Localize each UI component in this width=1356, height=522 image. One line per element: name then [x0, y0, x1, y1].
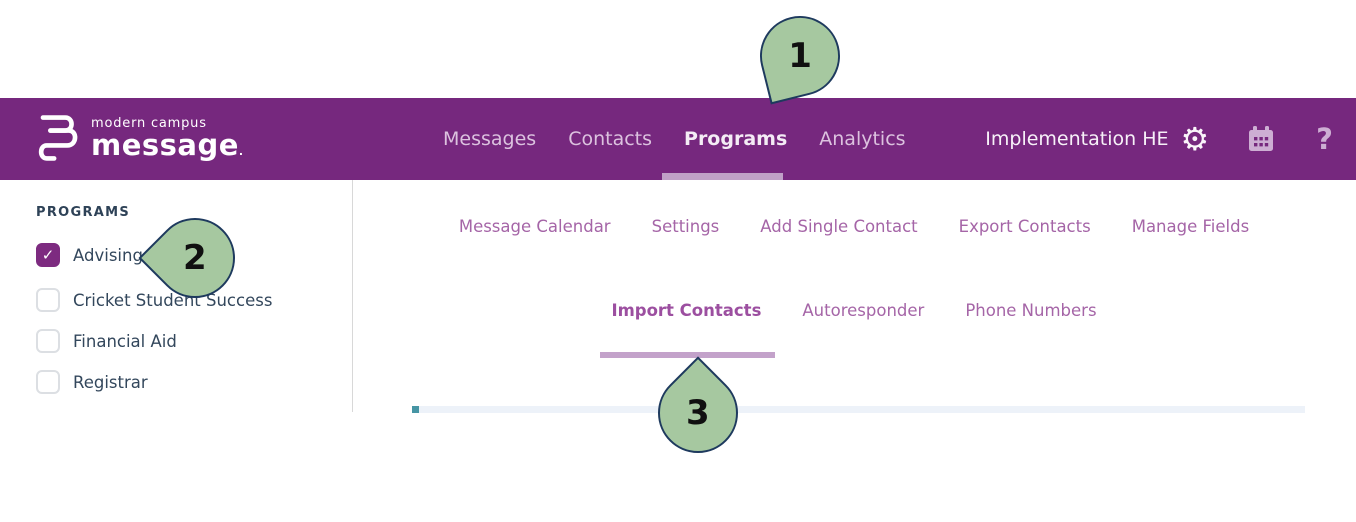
callout-number: 3: [686, 392, 710, 433]
progress-bar: [412, 406, 1305, 413]
main-nav: Messages Contacts Programs Analytics: [443, 98, 906, 180]
callout-balloon-1: 1: [751, 7, 849, 105]
nav-item-analytics[interactable]: Analytics: [819, 128, 906, 150]
sidebar-divider: [352, 180, 353, 412]
help-icon[interactable]: ?: [1316, 122, 1333, 156]
link-add-single-contact[interactable]: Add Single Contact: [760, 217, 918, 236]
nav-item-contacts[interactable]: Contacts: [568, 128, 653, 150]
brand-trademark: .: [238, 144, 244, 158]
modern-campus-logo-icon: [38, 115, 78, 161]
tab-phone-numbers[interactable]: Phone Numbers: [965, 301, 1097, 320]
app-header: modern campus message. Messages Contacts…: [0, 98, 1356, 180]
nav-item-messages[interactable]: Messages: [443, 128, 537, 150]
program-label: Advising: [73, 245, 143, 265]
checkbox-financial-aid[interactable]: [36, 329, 60, 353]
link-settings[interactable]: Settings: [651, 217, 720, 236]
callout-number: 2: [183, 238, 207, 279]
active-nav-underline: [662, 173, 783, 180]
modern-campus-message-logo[interactable]: modern campus message.: [33, 112, 244, 164]
account-name[interactable]: Implementation HE: [985, 128, 1169, 150]
progress-bar-fill: [412, 406, 419, 413]
checkbox-advising-checked[interactable]: ✓: [36, 243, 60, 267]
program-checkbox-row-registrar[interactable]: Registrar: [36, 369, 148, 395]
brand-text: modern campus message.: [91, 117, 244, 160]
program-checkbox-row-cricket-student-success[interactable]: Cricket Student Success: [36, 287, 272, 313]
contacts-tab-row: Import Contacts Autoresponder Phone Numb…: [352, 301, 1356, 320]
tab-autoresponder[interactable]: Autoresponder: [802, 301, 925, 320]
brand-tagline: modern campus: [91, 115, 207, 131]
sidebar-heading: PROGRAMS: [36, 205, 131, 220]
link-export-contacts[interactable]: Export Contacts: [958, 217, 1091, 236]
callout-number: 1: [788, 36, 812, 77]
account-area: Implementation HE ⚙ ?: [985, 98, 1333, 180]
program-label: Registrar: [73, 372, 148, 392]
callout-balloon-3: 3: [641, 356, 755, 470]
link-manage-fields[interactable]: Manage Fields: [1131, 217, 1250, 236]
checkbox-registrar[interactable]: [36, 370, 60, 394]
check-icon: ✓: [41, 245, 55, 264]
program-label: Financial Aid: [73, 331, 177, 351]
link-message-calendar[interactable]: Message Calendar: [458, 217, 611, 236]
calendar-icon[interactable]: [1246, 124, 1276, 154]
secondary-nav: Message Calendar Settings Add Single Con…: [352, 217, 1356, 236]
gear-icon[interactable]: ⚙: [1180, 120, 1210, 158]
active-tab-underline: [600, 352, 775, 358]
program-checkbox-row-advising[interactable]: ✓ Advising: [36, 242, 143, 268]
program-label: Cricket Student Success: [73, 290, 273, 310]
nav-item-programs[interactable]: Programs: [684, 128, 788, 150]
program-checkbox-row-financial-aid[interactable]: Financial Aid: [36, 328, 177, 354]
checkbox-cricket-student-success[interactable]: [36, 288, 60, 312]
tab-import-contacts[interactable]: Import Contacts: [611, 301, 762, 320]
brand-name: message.: [91, 127, 244, 162]
